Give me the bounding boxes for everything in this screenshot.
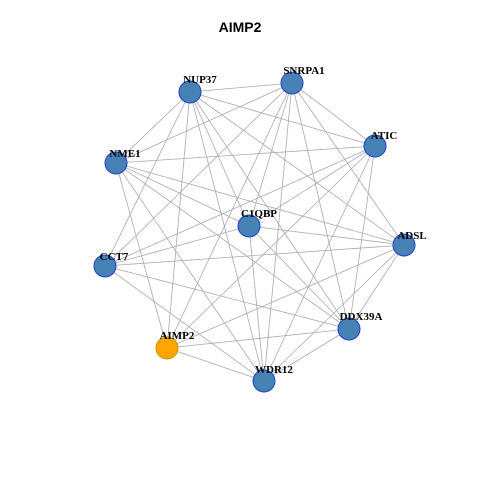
edge-nup37-nme1: [115, 91, 191, 164]
node-circle-aimp2: [155, 336, 179, 360]
node-aimp2: AIMP2: [155, 330, 195, 360]
plot-title: AIMP2: [218, 19, 262, 35]
node-label-wdr12: WDR12: [255, 364, 293, 376]
edge-atic-c1qbp: [248, 145, 376, 227]
node-label-adsl: ADSL: [397, 230, 426, 242]
node-circle-nup37: [178, 80, 202, 104]
edge-c1qbp-cct7: [104, 225, 250, 267]
node-label-nme1: NME1: [109, 148, 140, 160]
edge-nup37-atic: [189, 91, 376, 147]
node-circle-cct7: [93, 254, 117, 278]
node-circle-snrpa1: [280, 71, 304, 95]
edge-ddx39a-aimp2: [166, 328, 350, 349]
node-label-ddx39a: DDX39A: [340, 311, 383, 323]
node-circle-atic: [363, 134, 387, 158]
node-label-nup37: NUP37: [183, 74, 217, 86]
node-label-atic: ATIC: [371, 130, 398, 142]
edge-nup37-snrpa1: [189, 82, 293, 93]
edge-c1qbp-adsl: [248, 225, 405, 246]
edge-atic-aimp2: [166, 145, 376, 349]
edge-nup37-aimp2: [166, 91, 191, 349]
node-circle-c1qbp: [237, 214, 261, 238]
edge-adsl-aimp2: [166, 244, 405, 349]
node-circle-ddx39a: [337, 317, 361, 341]
edge-layer: [104, 82, 405, 382]
edge-nup37-adsl: [189, 91, 405, 246]
edge-adsl-wdr12: [263, 244, 405, 382]
node-atic: ATIC: [363, 130, 398, 158]
node-circle-adsl: [392, 233, 416, 257]
node-snrpa1: SNRPA1: [280, 65, 325, 95]
edge-c1qbp-wdr12: [248, 225, 265, 382]
edge-nme1-ddx39a: [115, 162, 350, 330]
node-wdr12: WDR12: [252, 364, 293, 393]
node-cct7: CCT7: [93, 251, 129, 278]
node-label-c1qbp: C1QBP: [241, 208, 277, 220]
edge-atic-cct7: [104, 145, 376, 267]
edge-nme1-wdr12: [115, 162, 265, 382]
edge-nme1-adsl: [115, 162, 405, 246]
edge-nup37-ddx39a: [189, 91, 350, 330]
edge-atic-ddx39a: [348, 145, 376, 330]
edge-snrpa1-atic: [291, 82, 376, 147]
edge-adsl-cct7: [104, 244, 405, 267]
edge-atic-wdr12: [263, 145, 376, 382]
node-label-cct7: CCT7: [100, 251, 129, 263]
edge-adsl-ddx39a: [348, 244, 405, 330]
edge-snrpa1-nme1: [115, 82, 293, 164]
edge-nme1-c1qbp: [115, 162, 250, 227]
edge-snrpa1-adsl: [291, 82, 405, 246]
edge-c1qbp-ddx39a: [248, 225, 350, 330]
node-label-snrpa1: SNRPA1: [283, 65, 324, 77]
node-c1qbp: C1QBP: [237, 208, 277, 238]
edge-cct7-wdr12: [104, 265, 265, 382]
node-nme1: NME1: [104, 148, 141, 175]
node-circle-nme1: [104, 151, 128, 175]
node-circle-wdr12: [252, 369, 276, 393]
edge-ddx39a-wdr12: [263, 328, 350, 382]
edge-nup37-c1qbp: [189, 91, 250, 227]
edge-nup37-cct7: [104, 91, 191, 267]
edge-nup37-wdr12: [189, 91, 265, 382]
node-adsl: ADSL: [392, 230, 427, 257]
edge-atic-nme1: [115, 145, 376, 164]
node-ddx39a: DDX39A: [337, 311, 383, 341]
node-label-aimp2: AIMP2: [160, 330, 195, 342]
edge-snrpa1-aimp2: [166, 82, 293, 349]
edge-snrpa1-c1qbp: [248, 82, 293, 227]
edge-snrpa1-wdr12: [263, 82, 293, 382]
edge-snrpa1-ddx39a: [291, 82, 350, 330]
node-nup37: NUP37: [178, 74, 217, 104]
edge-cct7-ddx39a: [104, 265, 350, 330]
edge-aimp2-wdr12: [166, 347, 265, 382]
